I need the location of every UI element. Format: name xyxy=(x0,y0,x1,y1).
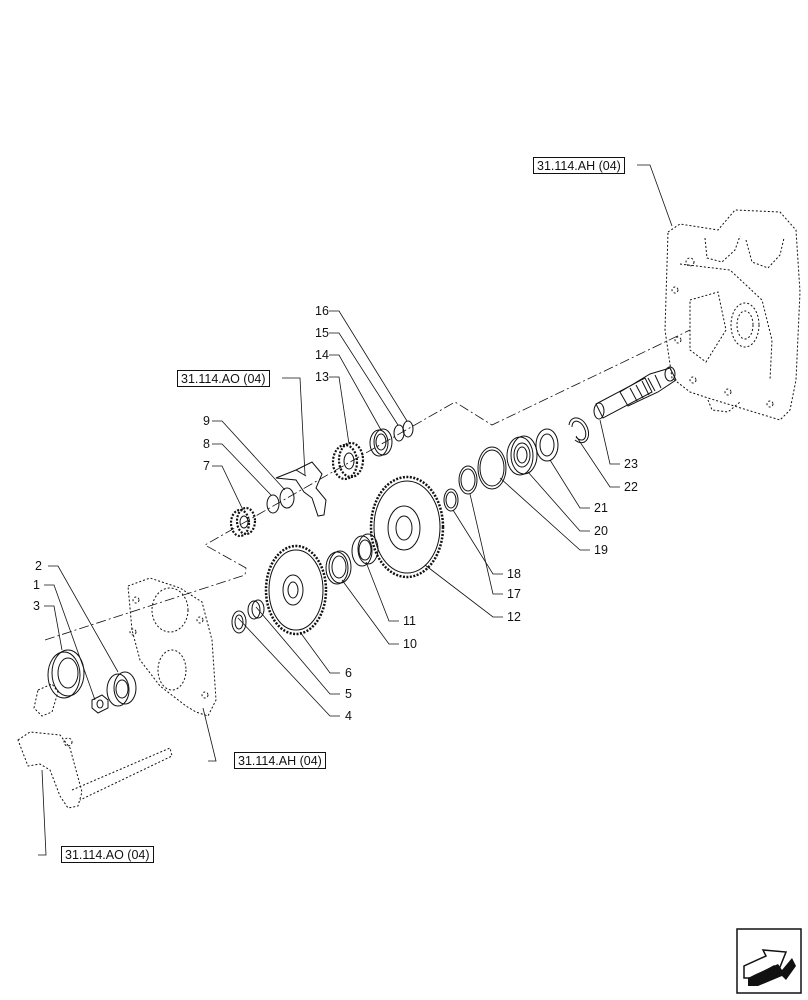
ring xyxy=(458,465,478,495)
callout-19: 19 xyxy=(594,543,608,557)
callout-11: 11 xyxy=(403,614,416,628)
shaft xyxy=(593,366,677,420)
callout-22: 22 xyxy=(624,480,638,494)
rear-housing xyxy=(664,209,801,421)
callout-18: 18 xyxy=(507,567,521,581)
bearing xyxy=(506,435,538,476)
callout-8: 8 xyxy=(203,437,210,451)
callout-12: 12 xyxy=(507,610,521,624)
thrust-washer xyxy=(535,428,559,462)
shift-linkage xyxy=(17,683,173,809)
callout-4: 4 xyxy=(345,709,352,723)
leader-lines xyxy=(38,164,673,856)
bearing xyxy=(369,428,393,457)
callout-16: 16 xyxy=(315,304,329,318)
circlips xyxy=(266,487,295,514)
callout-15: 15 xyxy=(315,326,329,340)
callout-5: 5 xyxy=(345,687,352,701)
callout-6: 6 xyxy=(345,666,352,680)
roller-bearing xyxy=(325,550,352,585)
large-gear xyxy=(369,475,445,579)
callout-23: 23 xyxy=(624,457,638,471)
gear xyxy=(264,544,328,636)
callout-14: 14 xyxy=(315,348,329,362)
assembly-axis-line xyxy=(44,329,691,641)
reference-link-bottom-center[interactable]: 31.114.AH (04) xyxy=(234,752,326,769)
seal xyxy=(47,649,85,699)
washer xyxy=(231,610,247,634)
callout-21: 21 xyxy=(594,501,608,515)
reference-link-bottom-left[interactable]: 31.114.AO (04) xyxy=(61,846,154,863)
reference-link-top-right[interactable]: 31.114.AH (04) xyxy=(533,157,625,174)
needle-bearing xyxy=(351,533,379,567)
bearing xyxy=(106,671,137,707)
retaining-rings xyxy=(393,420,414,442)
callout-10: 10 xyxy=(403,637,417,651)
next-page-arrow-icon[interactable] xyxy=(736,928,802,994)
callout-3: 3 xyxy=(33,599,40,613)
pinion-gear xyxy=(331,441,365,481)
small-ring xyxy=(443,488,459,512)
reference-link-mid-left[interactable]: 31.114.AO (04) xyxy=(177,370,270,387)
callout-1: 1 xyxy=(33,578,40,592)
front-cover xyxy=(127,577,217,717)
nut xyxy=(91,694,109,714)
callout-17: 17 xyxy=(507,587,521,601)
callout-2: 2 xyxy=(35,559,42,573)
shift-fork xyxy=(275,461,327,517)
callout-13: 13 xyxy=(315,370,329,384)
spacer-ring xyxy=(247,599,265,620)
large-ring xyxy=(477,446,507,490)
snap-ring xyxy=(568,417,590,444)
small-gear xyxy=(229,506,257,538)
callout-20: 20 xyxy=(594,524,608,538)
callout-7: 7 xyxy=(203,459,210,473)
callout-9: 9 xyxy=(203,414,210,428)
